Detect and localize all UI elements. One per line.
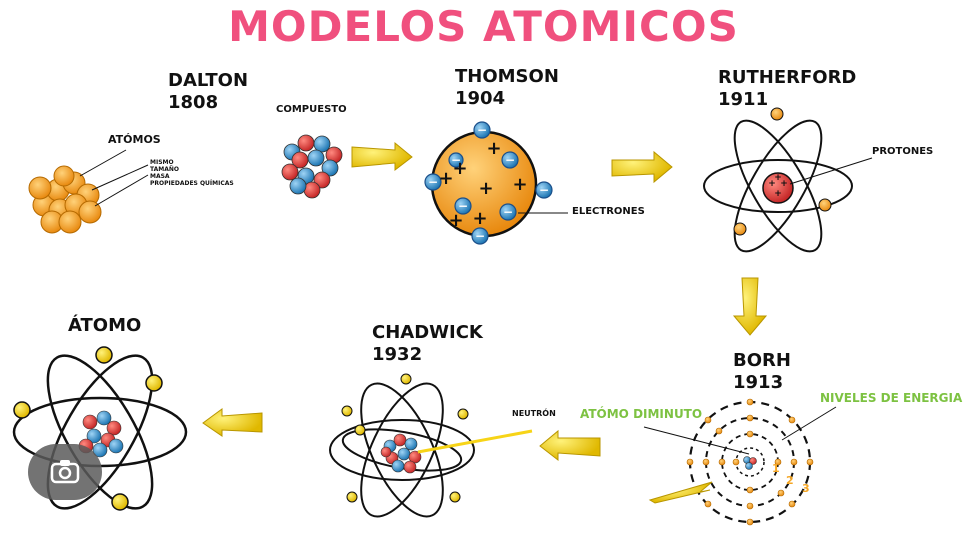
svg-text:+: + [438, 168, 453, 189]
atomo-diminuto-label: ATÓMO DIMINUTO [580, 407, 703, 421]
borh-model: 1 2 3 [643, 398, 837, 526]
visual-search-icon [50, 460, 80, 484]
thomson-name: THOMSON [455, 66, 559, 87]
rutherford-year: 1911 [718, 89, 769, 110]
svg-text:−: − [539, 183, 549, 197]
visual-search-button[interactable] [28, 444, 102, 500]
svg-text:−: − [458, 199, 468, 213]
page-title: MODELOS ATOMICOS [228, 2, 739, 51]
arrow-4 [539, 429, 601, 462]
arrow-5 [202, 408, 263, 437]
level-3: 3 [802, 482, 810, 495]
dalton-properties: MISMO TAMAÑO MASA PROPIEDADES QUÍMICAS [150, 159, 234, 187]
svg-text:+: + [512, 174, 527, 195]
niveles-label: NIVELES DE ENERGIA [820, 391, 963, 405]
level-1: 1 [772, 462, 780, 475]
svg-text:+: + [768, 179, 776, 189]
svg-text:−: − [451, 153, 461, 167]
atomo-name: ÁTOMO [68, 315, 142, 336]
dalton-atoms-cluster [28, 165, 102, 234]
svg-text:+: + [472, 208, 487, 229]
svg-text:−: − [475, 229, 485, 243]
dalton-label: DALTON 1808 [168, 70, 248, 114]
chadwick-label: CHADWICK 1932 [372, 322, 483, 366]
borh-name: BORH [733, 350, 791, 371]
level-2: 2 [786, 474, 794, 487]
protones-label: PROTONES [872, 146, 934, 157]
chadwick-model [329, 373, 533, 518]
svg-text:+: + [774, 189, 782, 199]
chadwick-year: 1932 [372, 344, 423, 365]
borh-year: 1913 [733, 372, 784, 393]
svg-text:+: + [478, 178, 493, 199]
thomson-model: −−− −−− −− +++ +++ + [424, 121, 568, 245]
arrow-2 [611, 150, 673, 184]
thomson-year: 1904 [455, 88, 506, 109]
svg-text:−: − [505, 153, 515, 167]
rutherford-label: RUTHERFORD 1911 [718, 67, 856, 111]
electrones-label: ELECTRONES [572, 206, 645, 217]
arrow-1 [351, 141, 413, 172]
svg-text:+: + [452, 158, 467, 179]
borh-label: BORH 1913 [733, 350, 791, 394]
dalton-year: 1808 [168, 92, 219, 113]
prop-masa: MASA [150, 173, 170, 180]
svg-text:+: + [486, 138, 501, 159]
rutherford-name: RUTHERFORD [718, 67, 857, 88]
atomo-model [12, 346, 188, 511]
dalton-name: DALTON [168, 70, 249, 91]
thomson-label: THOMSON 1904 [455, 66, 559, 110]
compuesto-cluster [281, 134, 343, 199]
svg-text:+: + [780, 179, 788, 189]
svg-text:−: − [477, 123, 487, 137]
svg-text:+: + [448, 210, 463, 231]
svg-text:−: − [503, 205, 513, 219]
svg-text:+: + [774, 173, 782, 183]
atomos-label: ATÓMOS [108, 133, 161, 146]
svg-text:−: − [428, 175, 438, 189]
prop-mismo: MISMO [150, 159, 174, 166]
rutherford-model: ++++ [703, 107, 873, 253]
prop-tamano: TAMAÑO [150, 166, 180, 173]
prop-propiedades: PROPIEDADES QUÍMICAS [150, 180, 234, 187]
chadwick-name: CHADWICK [372, 322, 483, 343]
compuesto-label: COMPUESTO [276, 104, 347, 115]
neutron-label: NEUTRÓN [512, 409, 556, 418]
arrow-3 [732, 277, 768, 336]
